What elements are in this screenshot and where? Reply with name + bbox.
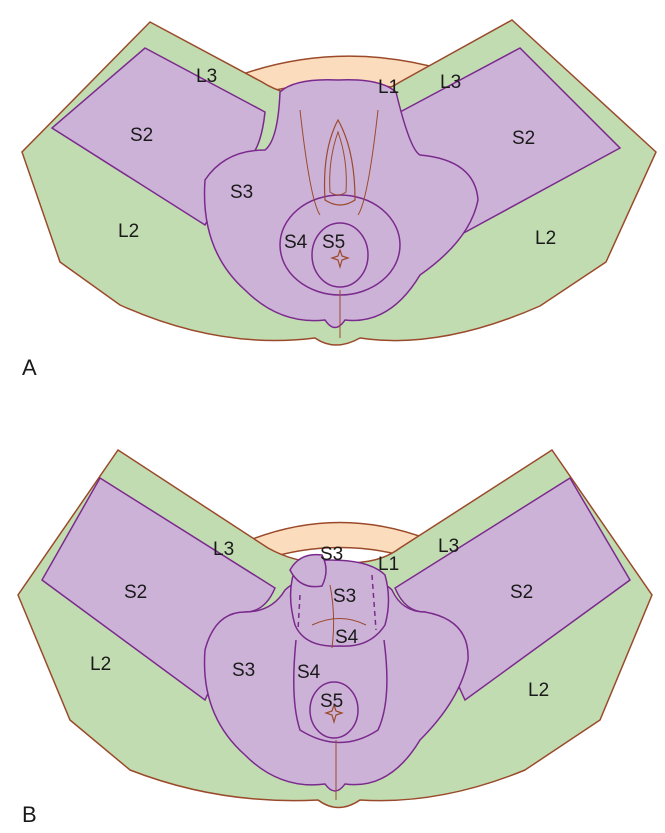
label-s3-left-b: S3: [232, 660, 255, 681]
label-s2-left-b: S2: [124, 582, 147, 603]
label-l2-left-a: L2: [118, 221, 139, 242]
anus-star-b: [324, 703, 344, 725]
label-l1-b: L1: [378, 554, 399, 575]
label-s5-b: S5: [320, 691, 343, 712]
label-l3-left-b: L3: [213, 539, 234, 560]
s3-zone-b: [203, 576, 469, 792]
glans-b: [289, 553, 327, 588]
label-l2-right-a: L2: [535, 228, 556, 249]
label-s5-a: S5: [322, 232, 345, 253]
label-s4-a: S4: [284, 232, 308, 253]
label-l2-left-b: L2: [90, 654, 111, 675]
anus-star-a: [330, 248, 350, 270]
vulva-inner-a: [329, 130, 347, 196]
label-l3-left-a: L3: [196, 66, 217, 87]
s5-ring-b: [309, 681, 359, 739]
label-s3-top-b: S3: [320, 544, 343, 565]
label-l3-right-b: L3: [438, 536, 459, 557]
labia-lines-a: [299, 109, 379, 216]
label-s3-a: S3: [230, 182, 253, 203]
label-l3-right-a: L3: [440, 72, 461, 93]
panel-a: L3 L1 L3 S2 S2 S3 L2 L2 S4 S5 A: [21, 19, 657, 380]
scrotal-raphe-b: [311, 584, 367, 649]
label-s2-left-a: S2: [130, 125, 153, 146]
label-s2-right-a: S2: [512, 128, 535, 149]
label-s4-upper-b: S4: [335, 627, 359, 648]
label-l1-a: L1: [378, 77, 399, 98]
panel-letter-a: A: [22, 355, 37, 380]
s4-ring-b: [293, 639, 388, 744]
scrotum-dashes-b: [297, 574, 377, 631]
vulva-outline-a: [323, 118, 356, 206]
label-s3-scrotum-b: S3: [333, 586, 356, 607]
s5-ring-a: [311, 222, 369, 288]
label-s4-b: S4: [297, 662, 321, 683]
s3-zone-a: [203, 79, 479, 329]
panel-letter-b: B: [22, 802, 37, 827]
label-s2-right-b: S2: [510, 582, 533, 603]
label-l2-right-b: L2: [528, 680, 549, 701]
panel-b: L3 S3 L1 L3 S2 S3 S2 S4 S3 S4 L2 L2 S5 B: [17, 448, 653, 827]
